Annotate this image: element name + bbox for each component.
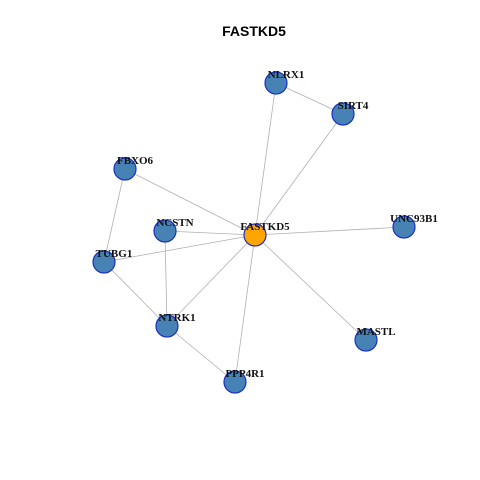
edge-fbxo6-fastkd5 [124,168,256,236]
edge-ppp4r1-fastkd5 [234,234,256,383]
edge-sirt4-fastkd5 [254,113,344,236]
node-label-sirt4: SIRT4 [338,100,369,112]
node-label-unc93b1: UNC93B1 [390,213,438,225]
node-ppp4r1: PPP4R1 [223,368,265,394]
node-label-ntrk1: NTRK1 [158,312,195,324]
edge-nlrx1-sirt4 [275,82,344,115]
node-mastl: MASTL [354,326,396,352]
node-tubg1: TUBG1 [92,248,133,274]
node-label-ppp4r1: PPP4R1 [225,368,264,380]
node-circle-sirt4 [331,102,355,126]
edge-nlrx1-fastkd5 [254,82,277,236]
node-circle-unc93b1 [392,215,416,239]
edge-ncstn-fastkd5 [164,230,256,236]
edge-tubg1-fastkd5 [103,234,256,263]
node-label-tubg1: TUBG1 [96,248,133,260]
node-label-nlrx1: NLRX1 [268,69,305,81]
node-fbxo6: FBXO6 [113,155,154,181]
node-circle-nlrx1 [264,71,288,95]
node-label-fastkd5: FASTKD5 [240,221,290,233]
node-unc93b1: UNC93B1 [390,213,438,239]
node-label-mastl: MASTL [356,326,395,338]
node-label-ncstn: NCSTN [156,217,193,229]
edge-mastl-fastkd5 [254,234,367,341]
edge-unc93b1-fastkd5 [254,226,405,236]
node-circle-fastkd5 [243,223,267,247]
edge-tubg1-ntrk1 [103,261,168,327]
node-circle-ppp4r1 [223,370,247,394]
node-circle-ncstn [153,219,177,243]
edge-ntrk1-fastkd5 [166,234,256,327]
node-circle-fbxo6 [113,157,137,181]
node-fastkd5: FASTKD5 [240,221,290,247]
node-label-fbxo6: FBXO6 [117,155,154,167]
edge-ntrk1-ppp4r1 [166,325,236,383]
node-ntrk1: NTRK1 [155,312,196,338]
node-circle-tubg1 [92,250,116,274]
node-circle-mastl [354,328,378,352]
node-nlrx1: NLRX1 [264,69,305,95]
node-sirt4: SIRT4 [331,100,369,126]
edges-layer [103,82,405,383]
node-ncstn: NCSTN [153,217,194,243]
node-circle-ntrk1 [155,314,179,338]
diagram-title: FASTKD5 [222,23,286,39]
edge-fbxo6-tubg1 [103,168,126,263]
edge-ncstn-ntrk1 [164,230,168,327]
